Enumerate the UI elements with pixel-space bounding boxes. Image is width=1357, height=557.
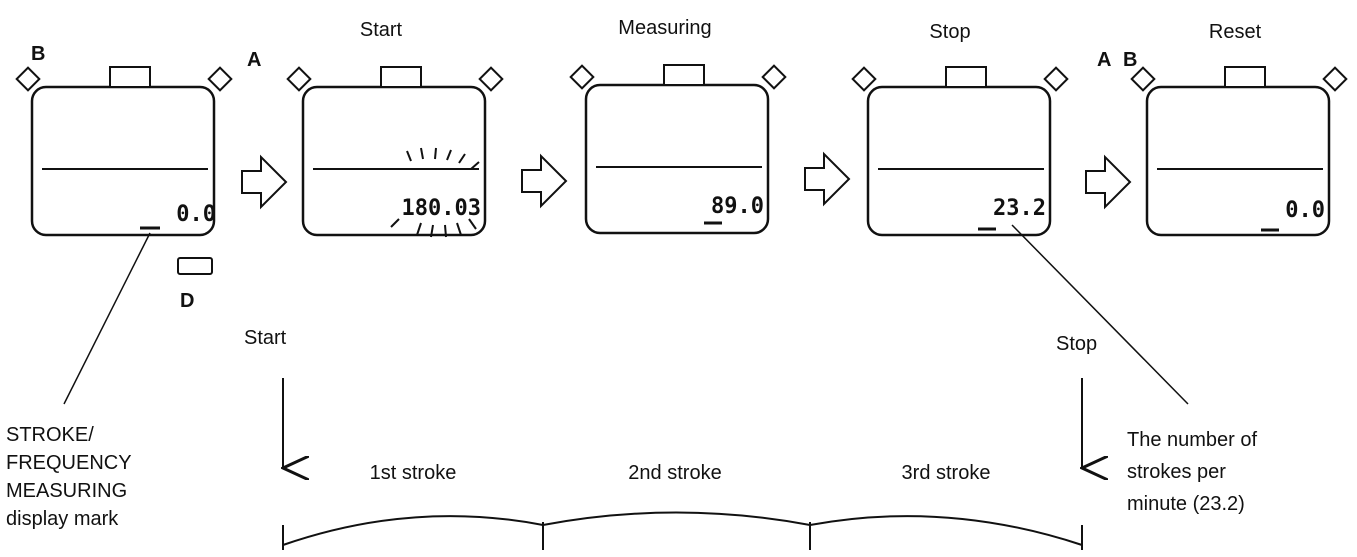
button-b-label-reset: B xyxy=(1123,49,1137,71)
button-a-label: A xyxy=(247,49,261,71)
annotation-mark-line-2: FREQUENCY xyxy=(6,452,132,474)
button-d-label: D xyxy=(180,290,194,312)
lcd-display-start: 180.03 xyxy=(402,196,481,221)
button-b-label: B xyxy=(31,43,45,65)
annotation-rate-line-2: strokes per xyxy=(1127,461,1226,483)
flash-rays xyxy=(390,147,480,238)
watch-measuring: 89.0 xyxy=(569,63,787,235)
flow-arrow-3 xyxy=(804,151,851,207)
stroke-label-1: 1st stroke xyxy=(370,462,457,484)
flow-arrow-1 xyxy=(241,154,288,210)
stroke-label-3: 3rd stroke xyxy=(902,462,991,484)
stroke-braces xyxy=(282,511,1083,550)
watch-stop: 23.2 xyxy=(851,65,1069,237)
step-title-measuring: Measuring xyxy=(618,17,711,39)
stroke-label-2: 2nd stroke xyxy=(628,462,721,484)
annotation-mark-line-4: display mark xyxy=(6,508,119,530)
watch-reset: 0.0 xyxy=(1130,65,1348,237)
lcd-display-measuring: 89.0 xyxy=(711,194,764,219)
timeline-start-label: Start xyxy=(244,327,287,349)
watch-initial: 0.0 xyxy=(15,65,233,237)
flow-arrow-2 xyxy=(521,153,568,209)
lcd-display-reset: 0.0 xyxy=(1285,198,1325,223)
step-title-reset: Reset xyxy=(1209,21,1262,43)
annotation-mark-line-3: MEASURING xyxy=(6,480,127,502)
annotation-stroke-rate: The number of strokes per minute (23.2) xyxy=(1127,429,1258,515)
lcd-display-stop: 23.2 xyxy=(993,196,1046,221)
step-title-start: Start xyxy=(360,19,403,41)
button-a-label-stop: A xyxy=(1097,49,1111,71)
leader-line-mark xyxy=(63,232,151,405)
flow-arrow-4 xyxy=(1085,154,1132,210)
leader-line-rate xyxy=(1011,224,1189,405)
annotation-mark-line-1: STROKE/ xyxy=(6,424,94,446)
annotation-rate-line-3: minute (23.2) xyxy=(1127,493,1245,515)
annotation-rate-line-1: The number of xyxy=(1127,429,1258,451)
timeline-stop-label: Stop xyxy=(1056,333,1097,355)
lcd-display-initial: 0.0 xyxy=(176,202,216,227)
watch-start: 180.03 xyxy=(286,65,504,238)
annotation-display-mark: STROKE/ FREQUENCY MEASURING display mark xyxy=(6,424,132,530)
step-title-stop: Stop xyxy=(929,21,970,43)
button-d xyxy=(177,257,213,275)
